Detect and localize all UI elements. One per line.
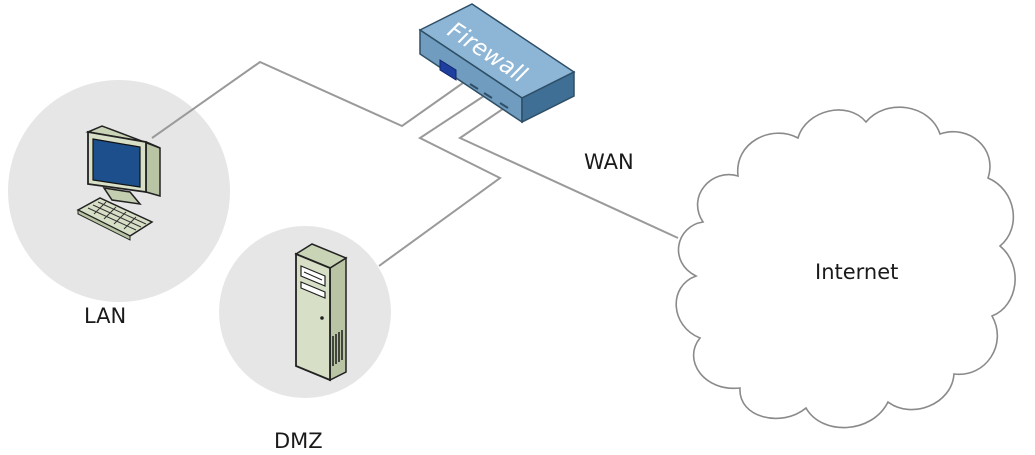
internet-label: Internet: [815, 260, 898, 284]
dmz-link-line: [379, 92, 500, 266]
wan-label: WAN: [584, 150, 634, 174]
lan-label: LAN: [84, 304, 126, 328]
dmz-label: DMZ: [274, 429, 323, 453]
server-tower-icon: [296, 244, 346, 380]
wan-link-line: [460, 100, 678, 238]
